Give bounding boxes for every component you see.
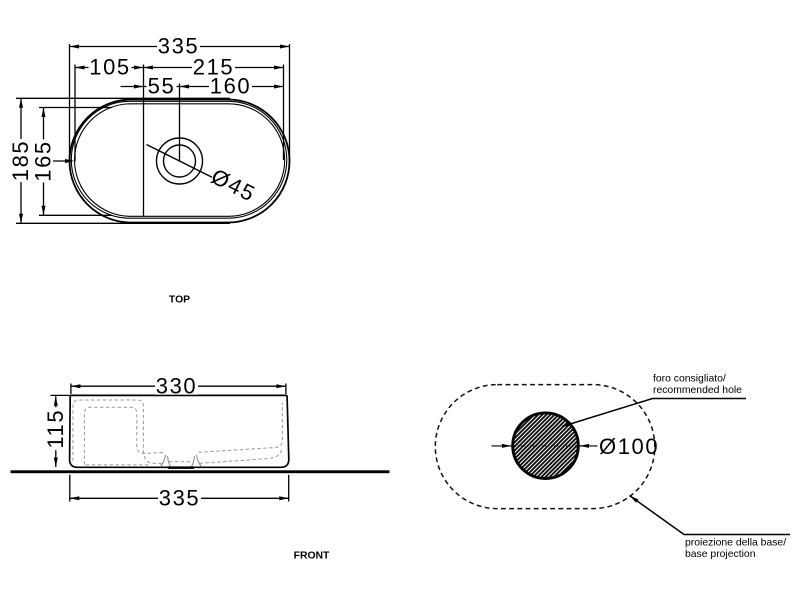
- svg-text:165: 165: [31, 140, 56, 182]
- svg-text:55: 55: [148, 74, 176, 99]
- svg-text:330: 330: [156, 373, 198, 398]
- svg-text:Ø100: Ø100: [599, 434, 659, 459]
- svg-text:base projection: base projection: [685, 549, 756, 560]
- svg-text:335: 335: [158, 34, 200, 59]
- svg-text:FRONT: FRONT: [294, 551, 330, 562]
- svg-text:215: 215: [193, 55, 235, 80]
- svg-text:foro consigliato/: foro consigliato/: [653, 374, 726, 385]
- svg-text:105: 105: [89, 55, 131, 80]
- svg-text:recommended hole: recommended hole: [653, 385, 742, 396]
- svg-text:335: 335: [159, 486, 201, 511]
- svg-text:185: 185: [8, 140, 33, 182]
- svg-text:115: 115: [43, 409, 68, 449]
- svg-text:TOP: TOP: [169, 294, 190, 305]
- svg-text:proiezione della base/: proiezione della base/: [685, 538, 786, 549]
- svg-text:160: 160: [210, 74, 252, 99]
